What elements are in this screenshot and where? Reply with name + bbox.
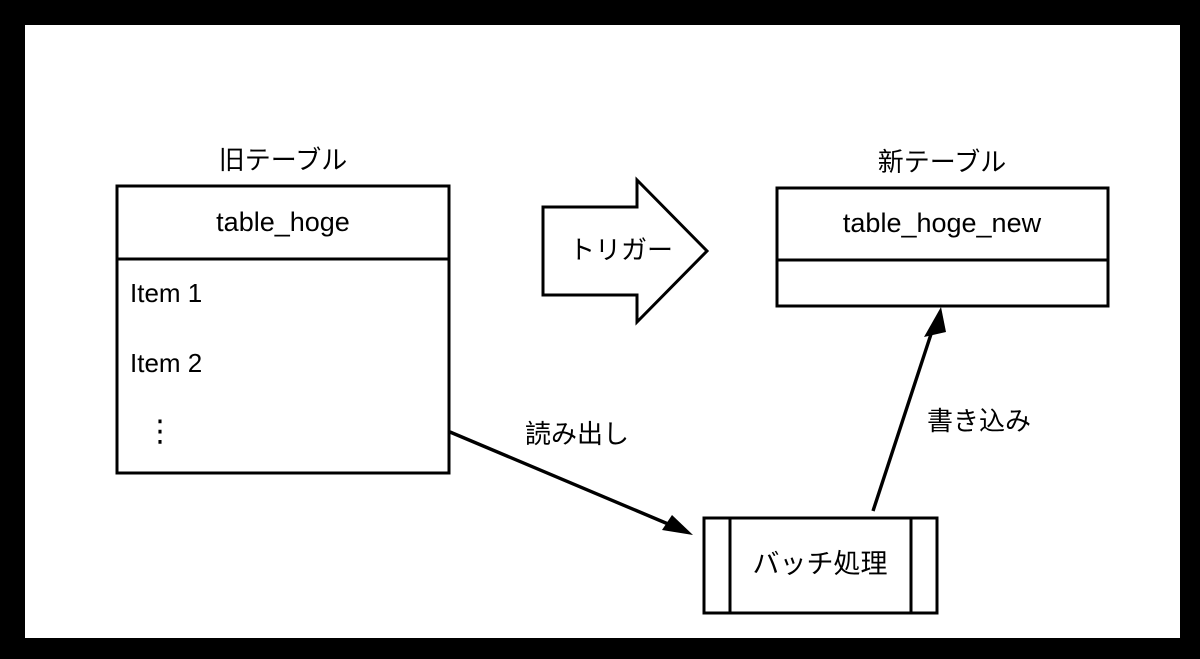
new-table-name: table_hoge_new bbox=[843, 208, 1042, 238]
old-table-caption: 旧テーブル bbox=[219, 145, 347, 175]
old-table-row-1: Item 1 bbox=[130, 278, 202, 308]
trigger-block-arrow-icon bbox=[541, 176, 710, 326]
batch-process-group: バッチ処理 bbox=[702, 516, 939, 615]
old-table-group: 旧テーブル table_hoge Item 1 Item 2 ⋮ bbox=[115, 145, 451, 475]
trigger-arrow-group: トリガー bbox=[541, 176, 710, 326]
old-table-ellipsis: ⋮ bbox=[145, 415, 175, 448]
batch-process-label: バッチ処理 bbox=[753, 549, 888, 579]
old-table-row-2: Item 2 bbox=[130, 348, 202, 378]
trigger-arrow-label: トリガー bbox=[569, 235, 673, 265]
read-edge-label: 読み出し bbox=[525, 419, 629, 449]
write-edge-line bbox=[871, 324, 936, 512]
read-edge-arrowhead-icon bbox=[662, 515, 693, 535]
write-edge-arrowhead-icon bbox=[924, 307, 946, 337]
old-table-box bbox=[115, 184, 451, 475]
old-table-name: table_hoge bbox=[216, 207, 350, 237]
new-table-group: 新テーブル table_hoge_new bbox=[775, 147, 1110, 308]
batch-process-box bbox=[702, 516, 939, 615]
write-edge-label: 書き込み bbox=[927, 406, 1031, 436]
write-edge-group: 書き込み bbox=[871, 307, 1031, 512]
read-edge-line bbox=[449, 430, 681, 531]
new-table-caption: 新テーブル bbox=[878, 147, 1006, 177]
new-table-box bbox=[775, 186, 1110, 308]
read-edge-group: 読み出し bbox=[449, 419, 693, 535]
